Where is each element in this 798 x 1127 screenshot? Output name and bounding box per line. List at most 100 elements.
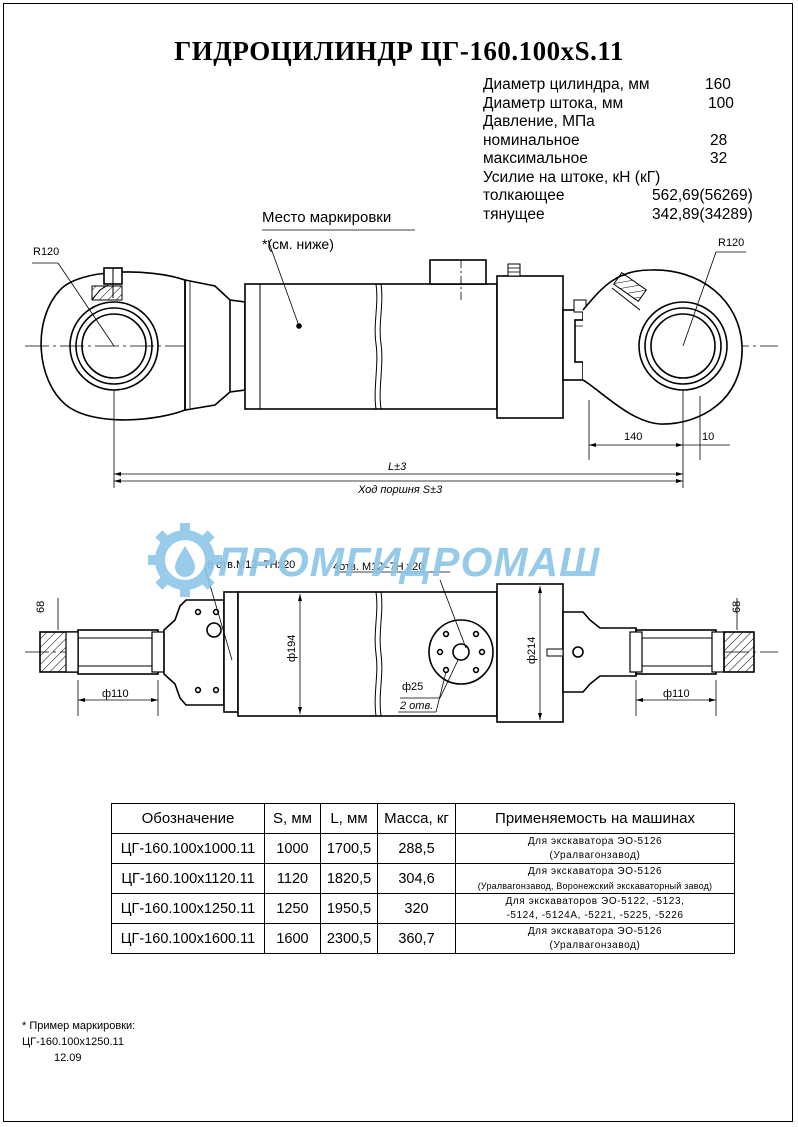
spec-row: Усилие на штоке, кН (кГ) (483, 169, 783, 188)
spec-label: Диаметр штока, мм (483, 94, 624, 112)
column-header: S, мм (264, 803, 321, 834)
left-eye-section (39, 599, 232, 706)
port-flange (428, 619, 494, 685)
designation-cell: ЦГ-160.100х1600.11 (111, 923, 265, 954)
spec-value: 32 (710, 150, 728, 167)
port-boss (429, 259, 487, 285)
dim-label-10: 10 (702, 431, 714, 443)
mass-cell: 288,5 (377, 833, 456, 864)
cylinder-barrel (244, 283, 498, 410)
designation-cell: ЦГ-160.100х1000.11 (111, 833, 265, 864)
mass-cell: 360,7 (377, 923, 456, 954)
dim-label-length: L±3 (388, 461, 407, 473)
left-rod-eye (40, 267, 246, 421)
head-flange (496, 275, 564, 419)
dim-110-right-label: ф110 (663, 688, 690, 700)
drawing-frame (3, 3, 793, 1122)
application-cell: Для экскаватора ЭО-5126 (Уралвагонзавод, … (455, 863, 735, 894)
application-line: Для экскаватора ЭО-5126 (527, 925, 663, 937)
dim-194-label: ф194 (286, 635, 298, 662)
spec-row: Давление, МПа (483, 113, 783, 132)
spec-label: Давление, МПа (483, 113, 595, 130)
table-header-row: Обозначение S, мм L, мм Масса, кг Примен… (111, 803, 735, 834)
spec-label: максимальное (483, 150, 588, 167)
application-line: Для экскаваторов ЭО-5122, -5123, (505, 895, 685, 907)
spec-row: Диаметр цилиндра, мм 160 (483, 76, 783, 95)
dim-label-stroke: Ход поршня S±3 (357, 484, 443, 496)
marking-leader (267, 239, 300, 327)
spec-value: 342,89(34289) (652, 205, 753, 223)
application-line: (Уралвагонзавод, Воронежский экскаваторн… (477, 880, 713, 891)
stroke-cell: 1600 (264, 923, 321, 954)
marking-note-title: * Пример маркировки: (22, 1020, 136, 1032)
mass-cell: 320 (377, 893, 456, 924)
column-header: L, мм (320, 803, 378, 834)
spec-label: номинальное (483, 131, 580, 149)
spec-label: тянущее (483, 205, 545, 223)
spec-row: Диаметр штока, мм 100 (483, 95, 783, 114)
dim-25-label: ф25 (402, 681, 423, 693)
specifications-block: Диаметр цилиндра, мм 160 Диаметр штока, м… (483, 76, 783, 224)
holes-6-label: 6 отв.М12–7Нх20 (207, 559, 295, 571)
side-view (25, 229, 778, 488)
holes-2-label: 2 отв. (399, 700, 433, 712)
gear-droplet-icon (148, 523, 222, 597)
radius-label-left: R120 (33, 246, 59, 258)
application-cell: Для экскаватора ЭО-5126 (Уралвагонзавод) (455, 833, 735, 864)
spec-row: толкающее 562,69(56269) (483, 187, 783, 206)
stroke-cell: 1250 (264, 893, 321, 924)
specification-table: Обозначение S, мм L, мм Масса, кг Примен… (111, 803, 735, 954)
length-cell: 1950,5 (320, 893, 378, 924)
spec-row: тянущее 342,89(34289) (483, 206, 783, 225)
stroke-cell: 1000 (264, 833, 321, 864)
length-cell: 2300,5 (320, 923, 378, 954)
length-cell: 1700,5 (320, 833, 378, 864)
spec-value: 100 (708, 94, 734, 112)
column-header: Обозначение (111, 803, 265, 834)
marking-note-date: 12.09 (54, 1052, 82, 1064)
table-row: ЦГ-160.100х1600.11 1600 2300,5 360,7 Для… (111, 923, 735, 954)
spec-value: 28 (710, 131, 728, 149)
radius-label-right: R120 (718, 237, 744, 249)
application-line: Для экскаватора ЭО-5126 (527, 865, 663, 877)
radius-leader (57, 262, 115, 347)
cylinder-drawing: Место маркировки *(см. ниже) R120 R120 1… (25, 209, 778, 723)
dim-label-140: 140 (624, 431, 642, 443)
dim-110-left-label: ф110 (102, 688, 129, 700)
radius-leader (682, 251, 717, 347)
spec-value: 562,69(56269) (652, 187, 753, 204)
spec-label: Усилие на штоке, кН (кГ) (483, 168, 661, 186)
dim-214-label: ф214 (526, 637, 538, 664)
mass-cell: 304,6 (377, 863, 456, 894)
length-cell: 1820,5 (320, 863, 378, 894)
column-header: Масса, кг (377, 803, 456, 834)
spec-value: 160 (705, 76, 731, 93)
designation-cell: ЦГ-160.100х1250.11 (111, 893, 265, 924)
spec-label: толкающее (483, 187, 565, 204)
spec-row: максимальное 32 (483, 150, 783, 169)
table-row: ЦГ-160.100х1250.11 1250 1950,5 320 Для э… (111, 893, 735, 924)
marking-ref-label: *(см. ниже) (262, 236, 334, 252)
holes-4-label: 4отв. М12–7Н х20 (333, 561, 424, 573)
marking-place-label: Место маркировки (262, 209, 391, 226)
dim-68-right: 68 (731, 601, 743, 613)
spec-label: Диаметр цилиндра, мм (483, 76, 650, 93)
leader-4-holes (439, 579, 467, 649)
application-cell: Для экскаватора ЭО-5126 (Уралвагонзавод) (455, 923, 735, 954)
stroke-cell: 1120 (264, 863, 321, 894)
marking-note-example: ЦГ-160.100х1250.11 (22, 1036, 124, 1048)
brand-name: ПРОМГИДРОМАШ (218, 539, 601, 585)
designation-cell: ЦГ-160.100х1120.11 (111, 863, 265, 894)
column-header: Применяемость на машинах (455, 803, 735, 834)
right-eye-section (629, 629, 755, 675)
break-line (374, 283, 378, 410)
top-view (25, 567, 778, 723)
table-row: ЦГ-160.100х1000.11 1000 1700,5 288,5 Для… (111, 833, 735, 864)
application-line: (Уралвагонзавод) (549, 939, 641, 951)
dim-68-left: 68 (35, 601, 47, 613)
application-line: Для экскаватора ЭО-5126 (527, 835, 663, 847)
page-title: ГИДРОЦИЛИНДР ЦГ-160.100хS.11 (174, 36, 624, 66)
application-line: (Уралвагонзавод) (549, 849, 641, 861)
right-rod-eye (562, 269, 743, 425)
application-line: -5124, -5124А, -5221, -5225, -5226 (506, 909, 684, 921)
